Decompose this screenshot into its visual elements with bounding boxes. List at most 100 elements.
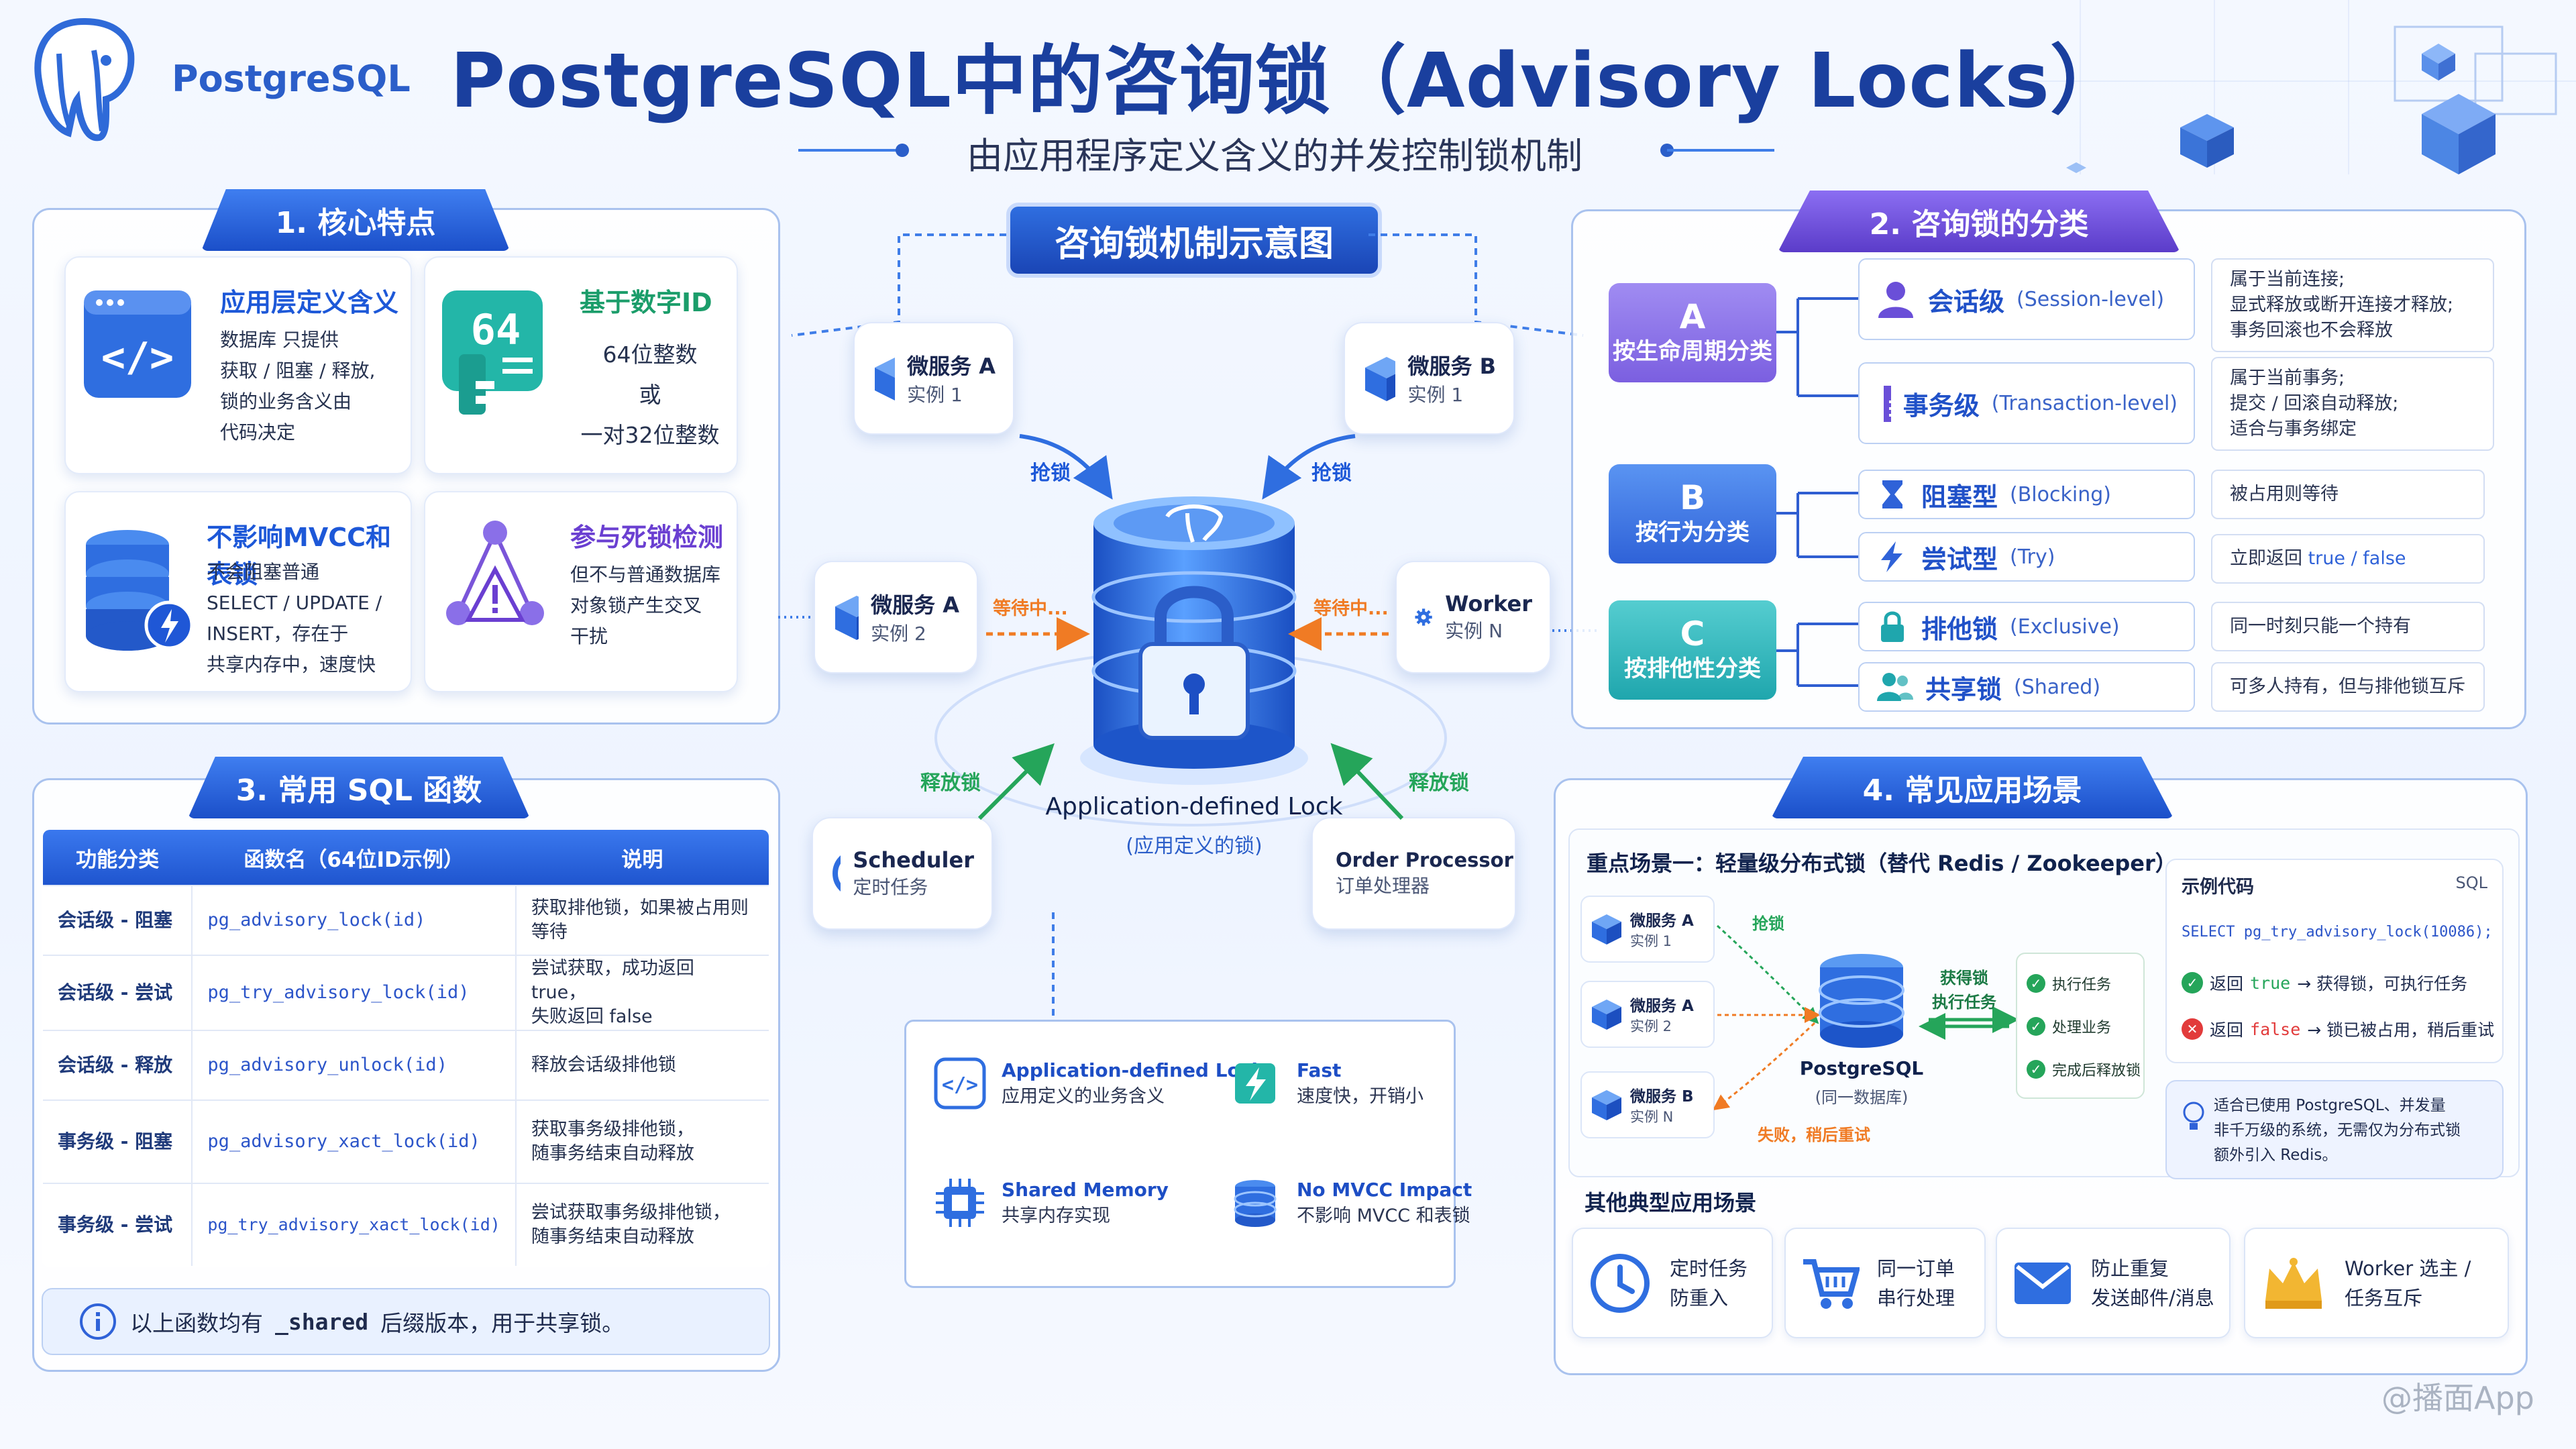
class-item-shared: 共享锁(Shared) [1858, 662, 2195, 712]
feature-card-title: 基于数字ID [580, 288, 712, 317]
central-database-lock-icon [1080, 496, 1308, 785]
check-icon: ✓ [2027, 974, 2045, 993]
focus-steps-box: ✓执行任务 ✓处理业务 ✓完成后释放锁 [2016, 953, 2145, 1099]
lock-icon [1881, 611, 1904, 642]
clock-icon [833, 855, 841, 892]
clock-icon [1591, 1253, 1650, 1313]
sql-note: 以上函数均有 _shared 后缀版本，用于共享锁。 [42, 1288, 770, 1355]
class-item-transaction: 事务级(Transaction-level) [1858, 362, 2195, 444]
arrow-label-grab-right: 抢锁 [1311, 462, 1352, 485]
section-use-cases-title: 4. 常见应用场景 [1771, 757, 2174, 818]
check-icon: ✓ [2027, 1017, 2045, 1036]
focus-database-icon [1819, 954, 1904, 1048]
cart-icon [1803, 1258, 1860, 1309]
lightbulb-icon [2183, 1102, 2204, 1130]
code-example-lang: SQL [2455, 873, 2488, 892]
focus-fail-label: 失败，稍后重试 [1758, 1126, 1870, 1144]
diagram-title: 咨询锁机制示意图 [1006, 203, 1382, 278]
close-icon: ✕ [2182, 1018, 2203, 1040]
step-item: ✓执行任务 [2027, 973, 2111, 994]
section-sql-functions-title: 3. 常用 SQL 函数 [188, 757, 530, 818]
code-example-box: 示例代码 SQL SELECT pg_try_advisory_lock(100… [2165, 859, 2504, 1063]
info-icon [80, 1303, 116, 1340]
hourglass-icon [1882, 480, 1902, 508]
feature-card-text: 数据库 只提供获取 / 阻塞 / 释放,锁的业务含义由代码决定 [220, 329, 376, 443]
feature-card-title: 参与死锁检测 [570, 523, 724, 552]
crown-icon [2265, 1257, 2322, 1309]
feature-card-text: 64位整数或一对32位整数 [580, 341, 720, 448]
focus-acquire-label: 获得锁执行任务 [1932, 969, 1996, 1012]
svg-text:</>: </> [942, 1073, 978, 1097]
scenario-card-scheduled: 定时任务防重入 [1572, 1228, 1773, 1338]
class-item-blocking: 阻塞型(Blocking) [1858, 470, 2195, 519]
decor-cubes-icon [2066, 25, 2557, 174]
table-header: 函数名（64位ID示例） [192, 830, 516, 885]
code-icon: </> [84, 290, 191, 398]
cube-icon [1592, 914, 1621, 945]
bolt-chip-icon [1235, 1063, 1275, 1104]
bg-line [2012, 80, 2576, 82]
focus-grab-label: 抢锁 [1752, 914, 1784, 933]
mail-icon [2015, 1262, 2071, 1304]
number-64-icon: 64 [442, 290, 543, 415]
database-bolt-icon [86, 530, 194, 651]
document-icon [1884, 386, 1891, 422]
focus-db-name: PostgreSQL [1799, 1057, 1924, 1079]
tip-box: 适合已使用 PostgreSQL、并发量非千万级的系统，无需仅为分布式锁额外引入… [2165, 1080, 2504, 1179]
class-item-exclusive: 排他锁(Exclusive) [1858, 602, 2195, 651]
focus-scenario-title: 重点场景一：轻量级分布式锁（替代 Redis / Zookeeper） [1587, 851, 2177, 876]
database-icon [1234, 1180, 1277, 1227]
class-desc-blocking: 被占用则等待 [2211, 470, 2485, 519]
table-header: 功能分类 [43, 830, 193, 885]
cube-icon [1592, 1000, 1621, 1030]
cube-icon [1365, 357, 1396, 401]
focus-db-sub: (同一数据库) [1815, 1088, 1909, 1107]
class-item-session: 会话级(Session-level) [1858, 258, 2195, 340]
postgresql-elephant-logo-icon [34, 17, 135, 142]
arrow-label-wait-right: 等待中... [1313, 598, 1389, 619]
page-subtitle: 由应用程序定义含义的并发控制锁机制 [967, 135, 1582, 177]
scenario-card-order: 同一订单串行处理 [1784, 1228, 1986, 1338]
code-example-line: SELECT pg_try_advisory_lock(10086); [2182, 924, 2493, 941]
arrow-label-release-right: 释放锁 [1409, 771, 1469, 795]
svg-text:</>: </> [101, 334, 174, 381]
class-desc-try: 立即返回 true / false [2211, 534, 2485, 584]
bg-line [2348, 0, 2349, 174]
user-icon [1878, 282, 1913, 318]
table-header-row: 功能分类 函数名（64位ID示例） 说明 [43, 830, 769, 885]
subtitle-rule-left [798, 149, 906, 152]
section-classification-title: 2. 咨询锁的分类 [1778, 191, 2180, 252]
postgresql-logo-text: PostgreSQL [172, 58, 411, 100]
svg-text:64: 64 [471, 305, 521, 354]
feature-card-title: 应用层定义含义 [220, 288, 399, 317]
class-desc-exclusive: 同一时刻只能一个持有 [2211, 602, 2485, 651]
bg-line [2214, 0, 2215, 174]
scenario-card-dedupe-mail: 防止重复发送邮件/消息 [1996, 1228, 2231, 1338]
watermark: @播面App [2381, 1380, 2534, 1416]
central-lock-label: Application-defined Lock [1045, 793, 1343, 820]
feature-card-text: 但不与普通数据库对象锁产生交叉干扰 [570, 564, 721, 647]
central-lock-sublabel: (应用定义的锁) [1126, 835, 1263, 858]
feature-card-title: 不影响MVCC和表锁 [207, 523, 391, 589]
subtitle-dot-left [896, 144, 909, 157]
deadlock-warning-icon [446, 521, 544, 625]
feature-card-app-defined: </> 应用层定义含义 数据库 只提供获取 / 阻塞 / 释放,锁的业务含义由代… [64, 256, 412, 474]
